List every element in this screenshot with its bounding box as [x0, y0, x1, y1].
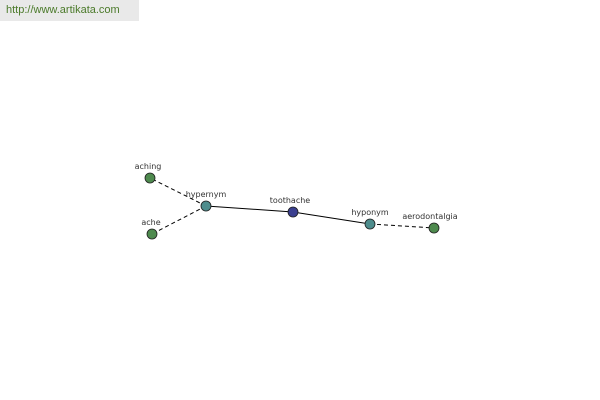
- node-label-hypernym: hypernym: [186, 190, 227, 199]
- node-hypernym[interactable]: hypernym: [186, 190, 227, 212]
- node-toothache[interactable]: toothache: [270, 196, 311, 218]
- node-hyponym[interactable]: hyponym: [351, 208, 389, 230]
- node-label-toothache: toothache: [270, 196, 311, 205]
- node-marker-hypernym[interactable]: [200, 200, 212, 212]
- site-link[interactable]: http://www.artikata.com: [6, 4, 120, 16]
- node-label-hyponym: hyponym: [351, 208, 389, 217]
- node-marker-hyponym[interactable]: [364, 218, 376, 230]
- edges-layer: [149, 177, 435, 235]
- node-label-ache: ache: [141, 218, 160, 227]
- edge-toothache-hypernym: [205, 205, 294, 213]
- node-aching[interactable]: aching: [135, 162, 162, 184]
- edge-toothache-hyponym: [292, 211, 371, 225]
- node-label-aching: aching: [135, 162, 162, 171]
- nodes-layer: toothache hypernym hyponym aching ache aerodo…: [135, 162, 458, 240]
- edge-hyponym-aerodontalgia: [369, 223, 435, 229]
- node-marker-ache[interactable]: [146, 228, 158, 240]
- node-marker-toothache[interactable]: [287, 206, 299, 218]
- node-marker-aerodontalgia[interactable]: [428, 222, 440, 234]
- node-aerodontalgia[interactable]: aerodontalgia: [402, 212, 458, 234]
- edge-hypernym-ache: [151, 205, 207, 235]
- edge-hypernym-aching: [149, 177, 207, 207]
- node-marker-aching[interactable]: [144, 172, 156, 184]
- node-ache[interactable]: ache: [141, 218, 161, 240]
- node-label-aerodontalgia: aerodontalgia: [402, 212, 457, 221]
- url-bar: http://www.artikata.com: [0, 0, 139, 21]
